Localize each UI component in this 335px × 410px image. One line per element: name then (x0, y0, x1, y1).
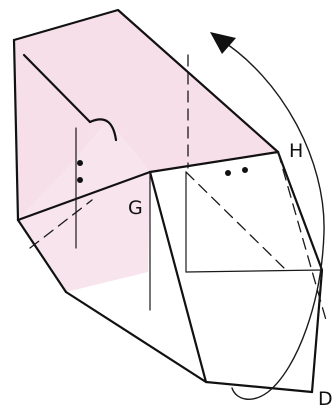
dot-marker (225, 170, 231, 176)
arrowhead-icon (210, 32, 236, 54)
dot-marker (77, 177, 83, 183)
dot-marker (77, 160, 83, 166)
dot-marker (242, 167, 248, 173)
label-h: H (289, 140, 303, 162)
front-face (150, 152, 296, 382)
label-g: G (128, 197, 143, 219)
right-edge (278, 152, 322, 392)
label-d: D (318, 388, 333, 410)
